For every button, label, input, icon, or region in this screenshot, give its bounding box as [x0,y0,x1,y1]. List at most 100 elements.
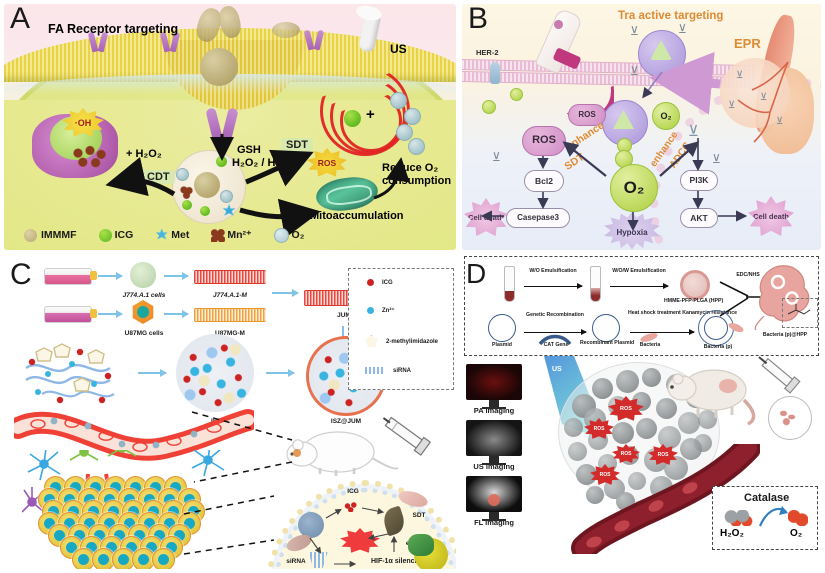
tumor-cell [152,548,175,569]
arrow-blue [98,272,123,280]
fa-receptor-targeting-title: FA Receptor targeting [48,22,179,36]
ros-star: ROS [648,444,678,465]
jum-label: JUM [337,312,351,319]
hypoxia-node: Hypoxia [616,228,648,237]
icg-dot [200,206,210,216]
o2-main-node: O₂ [610,164,658,212]
inset-sirna-label: siRNA [286,558,306,565]
legend-label: IMMMF [41,229,77,241]
bacteria-hpp-label: Bacteria (p)@HPP [762,332,808,338]
tumor-cell-nucleus [144,494,155,505]
tumor-cell-nucleus [74,530,85,541]
genetic-recombination-label: Genetic Recombination [526,312,584,318]
tumor-cell-nucleus [114,530,125,541]
o2-bubble [482,100,496,114]
arrow-blue [164,310,189,318]
arrow-blue-to-isz [138,369,167,377]
tumor-cell-nucleus [128,506,139,517]
tumor-cell-nucleus [150,482,161,493]
panel-b-letter: B [468,4,489,35]
arrow-blue [98,310,123,318]
u87-nucleus [137,306,149,318]
pa-imaging-label: PA imaging [473,406,515,415]
tumor-cell-nucleus [64,494,75,505]
fa-receptor-internal-icon [205,107,239,148]
cat-gene-icon [538,334,572,346]
antibody-icon: ⊻ [678,22,687,36]
fa-receptor-icon [303,29,325,56]
legend-item-methylimidazole: 2-methylimidazole [357,335,438,348]
antibody-icon: ⊻ [492,150,501,164]
met-star-icon [155,228,168,240]
legend-label: Met [171,229,190,241]
o2-bubble [510,88,523,101]
tumor-ball [642,368,661,387]
bacteria-label: Bacteria [639,342,661,348]
tumor-cell-nucleus [138,554,149,565]
tumor-ball [586,486,604,504]
icg-dot-large [344,110,361,127]
recombinant-plasmid-circle [592,314,620,342]
panel-d-synthesis-box [464,256,819,356]
sdt-tag: SDT [281,138,313,152]
epr-label: EPR [734,36,761,51]
icg-dot [182,200,192,210]
inset-icg-label: ICG [347,488,359,495]
mn-cluster-group [70,144,110,170]
us-imaging-label: US imaging [473,462,515,471]
legend-label: Zn²⁺ [382,308,395,314]
tumor-cell-nucleus [98,554,109,565]
inset-sdt-label: SDT [412,512,426,519]
akt-node: AKT [680,208,718,228]
legend-label: 2-methylimidazole [386,338,439,345]
o2-dot [408,138,425,155]
tumor-cell-nucleus [158,554,169,565]
legend-item-sirna: siRNA [357,367,411,374]
inset-sirna-icon [308,552,328,568]
tumor-cell-nucleus [54,530,65,541]
isz-nanoparticle [176,334,254,412]
antibody-icon: ⊻ [630,24,639,38]
arrow-blue-to-iszjum [266,369,295,377]
o2-dot [396,124,413,141]
u87-membrane-label: U87MG-M [215,330,245,337]
inset-arrows [309,507,398,568]
her2-label: HER-2 [476,48,499,57]
recombinant-plasmid-label: Recombinant Plasmid [580,340,635,346]
arrow-heat-shock [630,328,695,337]
h2o2-molecule-icon [724,510,754,526]
legend-label: O₂ [291,229,305,241]
hpp-label: HMME-PFP-PLGA (HPP) [664,298,724,304]
o2-dot [390,92,407,109]
hpp-particle [680,270,710,300]
tumor-cell-nucleus [90,482,101,493]
catalase-title: Catalase [744,492,790,504]
syringe-icon-d [758,356,801,394]
legend-label: Mn²⁺ [227,229,252,241]
tumor-cell-nucleus [50,482,61,493]
tumor-cell-nucleus [124,494,135,505]
reduce-o2-label: Reduce O₂ consumption [382,162,452,187]
o2-dot [404,108,421,125]
tumor-cell-nucleus [110,482,121,493]
met-star [222,204,236,216]
astrocyte-cells [22,450,225,513]
legend-label: ICG [114,229,134,241]
cell-death-left-node: Cell death [464,198,508,236]
tumor-cell-nucleus [170,482,181,493]
panel-a-legend: IMMMF ICG Met Mn²⁺ O₂ [24,224,436,246]
tumor-cell-nucleus [164,518,175,529]
us-imaging-monitor[interactable] [466,420,522,465]
vial-1 [504,266,515,302]
legend-item-o2: O₂ [273,227,305,243]
panel-d-letter: D [466,258,487,289]
ros-star: ROS [590,464,620,485]
us-beam-label: US [552,366,562,373]
pa-imaging-monitor[interactable] [466,364,522,409]
tumor-cell-nucleus [104,518,115,529]
panel-d: D W/O Emulsification W/O/W Emulsificatio… [462,254,821,569]
culture-flask-u87 [44,306,97,323]
ros-membrane-node: ROS [568,104,606,126]
tumor-cell-nucleus [164,494,175,505]
gsh-label: GSH [237,144,261,156]
